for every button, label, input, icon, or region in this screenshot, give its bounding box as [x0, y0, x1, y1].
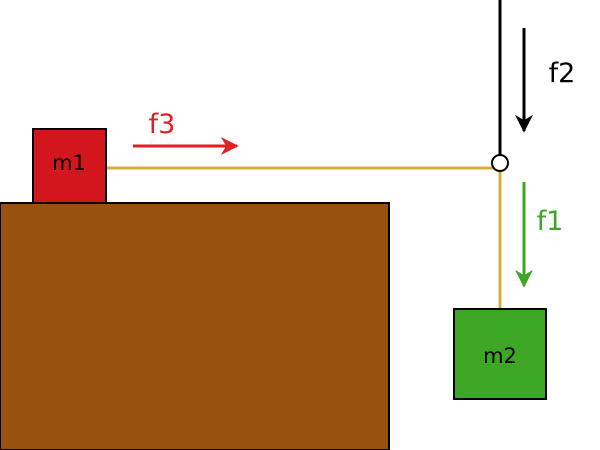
pulley: [491, 154, 509, 172]
mass-m1-label: m1: [52, 151, 86, 175]
mass-m1: [32, 128, 107, 204]
force-f1-label: f1: [537, 206, 564, 237]
force-f3-label: f3: [149, 109, 176, 140]
mass-m2-label: m2: [483, 344, 517, 368]
mass-m2: [453, 308, 547, 400]
table: [0, 202, 390, 450]
force-f2-label: f2: [549, 58, 576, 89]
